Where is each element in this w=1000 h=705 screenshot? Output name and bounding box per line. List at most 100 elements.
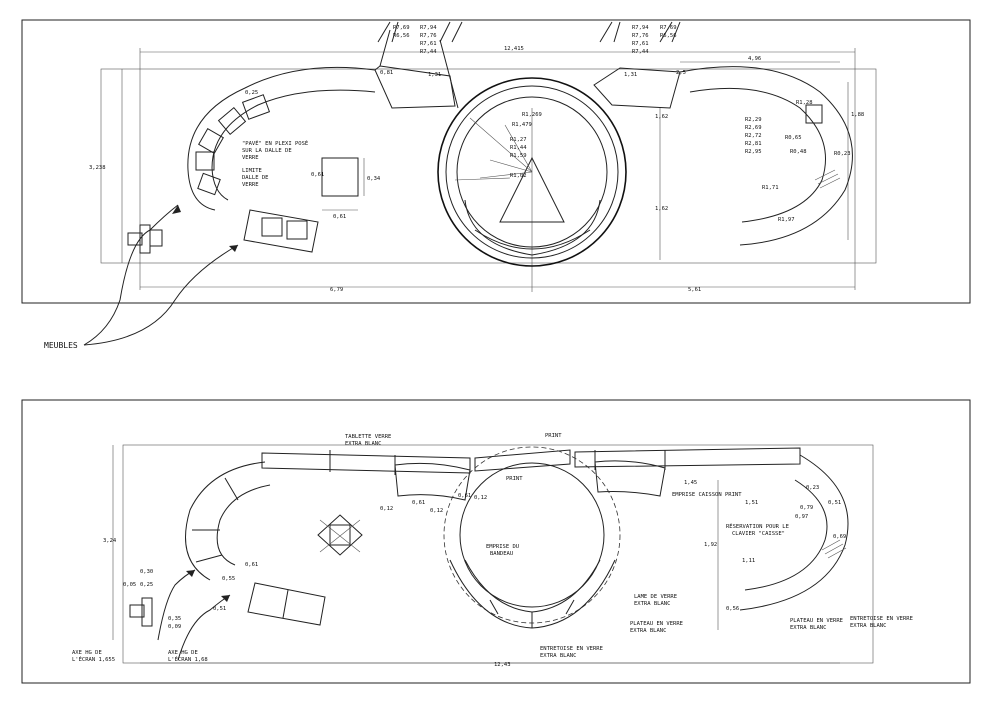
hatch xyxy=(827,547,847,559)
inner-ring xyxy=(459,462,605,608)
pave-label: SUR LA DALLE DE xyxy=(242,148,292,154)
top-frame xyxy=(21,19,971,304)
dim-text: R7,69 xyxy=(660,25,677,31)
plateau-right-label: EXTRA BLANC xyxy=(790,625,826,631)
bottom-frame xyxy=(21,399,971,684)
axe-ecran-label: AXE HG DE xyxy=(72,650,102,656)
radius-leader xyxy=(469,117,533,173)
dim-text: 3,24 xyxy=(103,538,117,544)
axe-ecran-b-label: AXE HG DE xyxy=(168,650,198,656)
dim-text: 1,92 xyxy=(704,542,717,548)
tablette-label: EXTRA BLANC xyxy=(345,441,381,447)
plateau-label: PLATEAU EN VERRE xyxy=(630,621,683,627)
arrow-head xyxy=(221,595,230,602)
dim-text: 5,61 xyxy=(688,287,701,293)
dim-text: 1,88 xyxy=(851,112,864,118)
dim-text: 12,43 xyxy=(494,662,511,668)
print-label: PRINT xyxy=(545,433,562,439)
dim-text: R7,94 xyxy=(632,25,649,31)
dim-text: 2,5 xyxy=(676,70,686,76)
small-box xyxy=(127,232,143,246)
dim-text: 0,23 xyxy=(806,485,819,491)
lame-label: LAME DE VERRE xyxy=(634,594,677,600)
bottom-right-strip xyxy=(574,447,801,468)
counter-joint xyxy=(195,554,223,563)
dim-text: R7,44 xyxy=(632,49,649,55)
dim-text: 0,25 xyxy=(140,582,153,588)
pave-label: VERRE xyxy=(242,155,259,161)
bottom-right-counter-inner xyxy=(744,479,828,591)
arrow-head xyxy=(172,205,181,214)
top-seat xyxy=(195,151,215,171)
arrow-head xyxy=(229,245,238,252)
dim-text: 1,45 xyxy=(684,480,697,486)
pave-cross xyxy=(319,519,361,553)
limite-label: VERRE xyxy=(242,182,259,188)
top-seat xyxy=(217,106,247,136)
dim-text: 12,415 xyxy=(504,46,524,52)
dim-text: 3,238 xyxy=(89,165,106,171)
dim-text: 0,69 xyxy=(833,534,846,540)
meubles-arrow-2 xyxy=(83,244,239,346)
entretoise-label: EXTRA BLANC xyxy=(540,653,576,659)
pave-diamond xyxy=(317,514,363,556)
hatch xyxy=(821,539,841,551)
dim-text: 0,61 xyxy=(412,500,425,506)
dim-text: R0,65 xyxy=(785,135,802,141)
print-label: PRINT xyxy=(506,476,523,482)
dim-text: R1,479 xyxy=(512,122,532,128)
dim-text: R7,76 xyxy=(420,33,437,39)
entretoise-label: ENTRETOISE EN VERRE xyxy=(540,646,603,652)
dim-text: 0,61 xyxy=(245,562,258,568)
central-counter-arc xyxy=(474,229,591,250)
entretoise-right-label: ENTRETOISE EN VERRE xyxy=(850,616,913,622)
dim-text: 1,51 xyxy=(745,500,758,506)
plateau-label: EXTRA BLANC xyxy=(630,628,666,634)
dim-text: 0,05 xyxy=(123,582,136,588)
top-seat xyxy=(198,128,224,154)
dim-text: 0,61 xyxy=(333,214,346,220)
hatch xyxy=(819,177,841,189)
dim-text: 0,09 xyxy=(168,624,181,630)
dim-text: 0,61 xyxy=(311,172,324,178)
central-ring-outer xyxy=(437,77,627,267)
front-bench-seat xyxy=(286,220,308,240)
tablette-label: TABLETTE VERRE xyxy=(345,434,391,440)
right-counter-inner xyxy=(689,87,826,223)
counter-joint xyxy=(224,477,239,501)
bottom-right-counter-outer xyxy=(739,454,849,611)
top-seat xyxy=(241,94,271,120)
emprise-bandeau-label: EMPRISE DU xyxy=(486,544,519,550)
dim-text: R7,61 xyxy=(632,41,649,47)
dim-text: R7,61 xyxy=(420,41,437,47)
dim-text: R2,95 xyxy=(745,149,762,155)
dim-text: 0,61 xyxy=(458,493,471,499)
dim-text: 1,62 xyxy=(655,114,668,120)
bottom-tablette-strip xyxy=(261,452,471,474)
central-ring-mid xyxy=(445,85,619,259)
dim-text: 0,79 xyxy=(800,505,813,511)
plateau-joint xyxy=(489,599,499,615)
dim-text: 0,30 xyxy=(140,569,153,575)
axe-ecran-label: L'ÉCRAN 1,655 xyxy=(72,655,115,663)
radius-leader xyxy=(454,177,511,181)
axe-ecran-b-label: L'ÉCRAN 1,68 xyxy=(168,655,208,663)
radius-leader xyxy=(504,124,533,173)
top-segment-right xyxy=(593,67,681,109)
top-seat-right xyxy=(805,104,823,124)
hatch xyxy=(814,169,836,181)
pave-square xyxy=(329,524,351,546)
dim-text: R7,76 xyxy=(632,33,649,39)
radius-leader xyxy=(489,159,533,173)
left-counter-inner xyxy=(211,89,376,201)
dim-text: R1,59 xyxy=(510,153,527,159)
top-leaders-left2 xyxy=(379,29,459,109)
right-counter-outer xyxy=(679,66,853,246)
bottom-print-strip xyxy=(474,449,571,472)
central-ring-inner xyxy=(456,96,608,248)
front-bench-seat xyxy=(261,217,283,237)
dim-text: R6,56 xyxy=(660,33,677,39)
top-seat xyxy=(197,172,221,196)
